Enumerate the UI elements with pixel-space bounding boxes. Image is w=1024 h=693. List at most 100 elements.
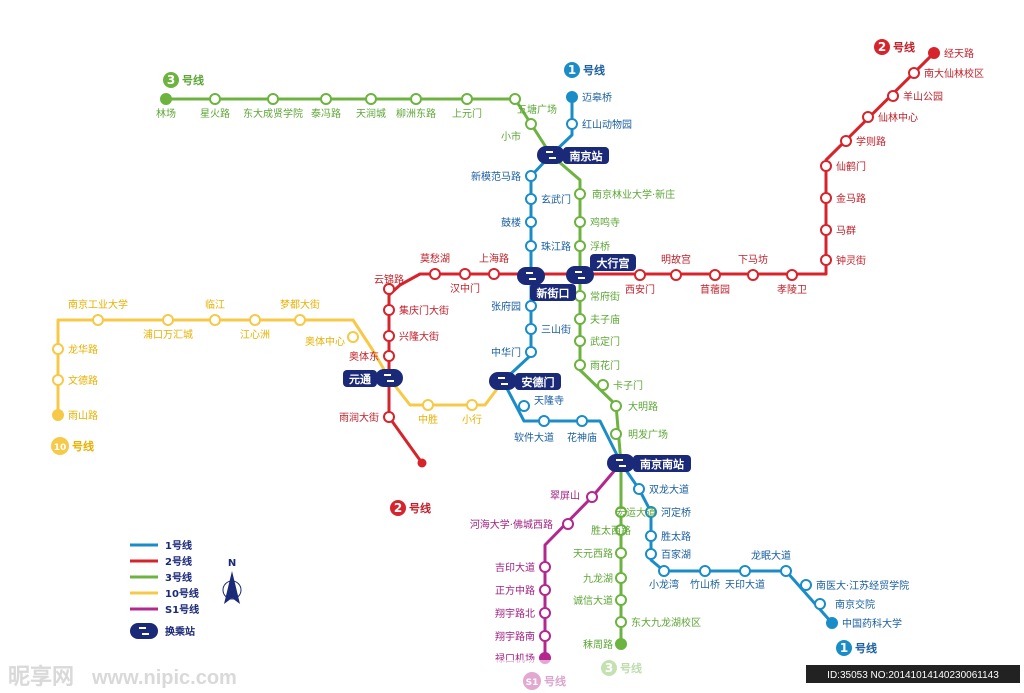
station-l3[interactable]: 大明路 bbox=[610, 400, 658, 413]
station-l10[interactable]: 江心洲 bbox=[240, 314, 270, 341]
station-l3[interactable]: 浮桥 bbox=[574, 240, 610, 253]
station-l3[interactable]: 卡子门 bbox=[597, 379, 643, 392]
station-l10[interactable]: 浦口万汇城 bbox=[143, 314, 193, 341]
station-l10[interactable]: 小行 bbox=[462, 399, 482, 426]
transfer-station[interactable]: 元通 bbox=[343, 369, 403, 387]
station-l10[interactable]: 中胜 bbox=[418, 399, 438, 426]
station-l10[interactable]: 奥体中心 bbox=[305, 331, 359, 348]
station-l3[interactable]: 五塘广场 bbox=[509, 93, 557, 116]
station-l2[interactable]: 兴隆大街 bbox=[383, 330, 439, 343]
station-l3[interactable]: 雨花门 bbox=[574, 359, 620, 372]
line-number: 2 bbox=[394, 501, 402, 515]
station-marker bbox=[574, 359, 586, 371]
station-l10[interactable]: 文德路 bbox=[52, 374, 98, 387]
station-l1[interactable]: 三山街 bbox=[525, 323, 571, 336]
station-l3[interactable]: 东大九龙湖校区 bbox=[615, 616, 701, 629]
station-s1[interactable]: 正方中路 bbox=[495, 584, 551, 597]
station-l1[interactable]: 鼓楼 bbox=[501, 216, 537, 229]
legend-label: 1号线 bbox=[165, 539, 192, 552]
station-l3[interactable]: 泰冯路 bbox=[311, 93, 341, 120]
station-l3[interactable]: 天润城 bbox=[356, 93, 386, 120]
station-l2[interactable]: 奥体东 bbox=[349, 350, 395, 363]
station-l2[interactable]: 孝陵卫 bbox=[777, 269, 807, 296]
station-s1[interactable]: 翔宇路南 bbox=[495, 630, 551, 643]
station-l2[interactable]: 集庆门大街 bbox=[383, 304, 449, 317]
station-marker bbox=[429, 268, 441, 280]
station-l2[interactable]: 金马路 bbox=[820, 192, 866, 205]
station-l1[interactable]: 小龙湾 bbox=[649, 565, 679, 591]
station-l10[interactable]: 南京工业大学 bbox=[68, 298, 128, 326]
station-l3[interactable]: 夫子庙 bbox=[574, 313, 620, 326]
transfer-station[interactable]: 安德门 bbox=[489, 372, 561, 390]
station-l2[interactable]: 羊山公园 bbox=[887, 90, 943, 103]
station-l2[interactable]: 仙林中心 bbox=[862, 111, 918, 124]
transfer-station[interactable]: 南京南站 bbox=[607, 454, 691, 472]
station-l2[interactable]: 雨润大街 bbox=[339, 411, 395, 424]
station-l2[interactable]: 学则路 bbox=[840, 135, 886, 148]
station-l1[interactable]: 天隆寺 bbox=[518, 394, 564, 412]
station-l2[interactable]: 云锦路 bbox=[374, 273, 404, 295]
station-l1[interactable]: 南京交院 bbox=[814, 598, 875, 611]
station-s1[interactable]: 吉印大道 bbox=[495, 561, 551, 574]
station-l10[interactable]: 梦都大街 bbox=[280, 298, 320, 326]
transfer-station[interactable]: 新街口 bbox=[517, 267, 576, 301]
station-l1[interactable]: 河定桥 bbox=[645, 506, 691, 519]
station-l1[interactable]: 天印大道 bbox=[725, 565, 765, 591]
station-l1[interactable]: 花神庙 bbox=[567, 415, 597, 444]
station-l1[interactable]: 双龙大道 bbox=[633, 483, 689, 496]
station-l2[interactable]: 仙鹤门 bbox=[820, 160, 866, 173]
station-l1[interactable]: 中华门 bbox=[491, 346, 537, 359]
station-l2[interactable]: 莫愁湖 bbox=[420, 252, 450, 280]
station-s1[interactable]: 河海大学·佛城西路 bbox=[470, 518, 574, 531]
station-l3[interactable]: 九龙湖 bbox=[583, 572, 627, 585]
station-l3[interactable]: 星火路 bbox=[200, 93, 230, 120]
station-s1[interactable]: 翔宇路北 bbox=[495, 607, 551, 620]
station-l1[interactable]: 新模范马路 bbox=[471, 170, 537, 183]
station-l10[interactable]: 龙华路 bbox=[52, 343, 98, 356]
station-l3[interactable]: 常府街 bbox=[574, 290, 620, 303]
transfer-label-box bbox=[633, 455, 691, 472]
station-l3[interactable]: 柳洲东路 bbox=[396, 93, 436, 120]
station-label: 仙鹤门 bbox=[836, 160, 866, 173]
station-l2[interactable]: 明故宫 bbox=[661, 253, 691, 281]
station-label: 诚信大道 bbox=[573, 594, 613, 607]
station-l1[interactable]: 百家湖 bbox=[645, 548, 691, 561]
station-l2[interactable]: 马群 bbox=[820, 224, 856, 237]
station-l2[interactable]: 上海路 bbox=[479, 252, 509, 280]
station-l3[interactable]: 武定门 bbox=[574, 335, 620, 348]
station-l1[interactable]: 龙眠大道 bbox=[751, 549, 792, 577]
station-l3[interactable]: 南京林业大学·新庄 bbox=[574, 188, 675, 201]
transfer-label: 安德门 bbox=[522, 375, 555, 389]
station-l2[interactable]: 钟灵街 bbox=[820, 254, 866, 267]
station-l1[interactable]: 胜太路 bbox=[645, 530, 691, 543]
station-l3[interactable]: 天元西路 bbox=[573, 547, 627, 560]
station-l1[interactable]: 竹山桥 bbox=[690, 565, 720, 591]
station-s1[interactable]: 翠屏山 bbox=[550, 490, 598, 503]
station-l2[interactable]: 下马坊 bbox=[738, 253, 768, 281]
station-l1[interactable]: 珠江路 bbox=[525, 240, 571, 253]
station-l1[interactable]: 张府园 bbox=[491, 300, 537, 313]
station-l1[interactable]: 软件大道 bbox=[514, 415, 554, 444]
station-l2[interactable]: 苜蓿园 bbox=[700, 269, 730, 296]
station-l3[interactable]: 上元门 bbox=[452, 93, 482, 120]
station-l2[interactable]: 汉中门 bbox=[450, 268, 480, 295]
station-l3[interactable]: 明发广场 bbox=[610, 428, 668, 441]
transfer-station[interactable]: 大行宫 bbox=[566, 254, 636, 284]
station-marker bbox=[383, 350, 395, 362]
station-l3[interactable]: 诚信大道 bbox=[573, 594, 627, 607]
station-l3[interactable]: 胜太西路 bbox=[591, 524, 631, 537]
station-label: 江心洲 bbox=[240, 329, 270, 341]
station-l1[interactable]: 中国药科大学 bbox=[826, 617, 902, 630]
station-l2[interactable]: 南大仙林校区 bbox=[908, 67, 984, 80]
line-name: 号线 bbox=[893, 40, 915, 54]
station-l2[interactable]: 西安门 bbox=[625, 269, 655, 296]
transfer-station[interactable]: 南京站 bbox=[537, 146, 609, 164]
station-l3[interactable]: 小市 bbox=[501, 118, 537, 143]
station-l3[interactable]: 宏运大道 bbox=[615, 506, 656, 519]
station-l1[interactable]: 红山动物园 bbox=[566, 118, 632, 131]
station-l1[interactable]: 南医大·江苏经贸学院 bbox=[800, 579, 909, 592]
station-l3[interactable]: 东大成贤学院 bbox=[243, 93, 303, 120]
station-l1[interactable]: 玄武门 bbox=[525, 193, 571, 206]
station-l3[interactable]: 鸡鸣寺 bbox=[574, 216, 620, 229]
station-l10[interactable]: 临江 bbox=[205, 298, 225, 326]
